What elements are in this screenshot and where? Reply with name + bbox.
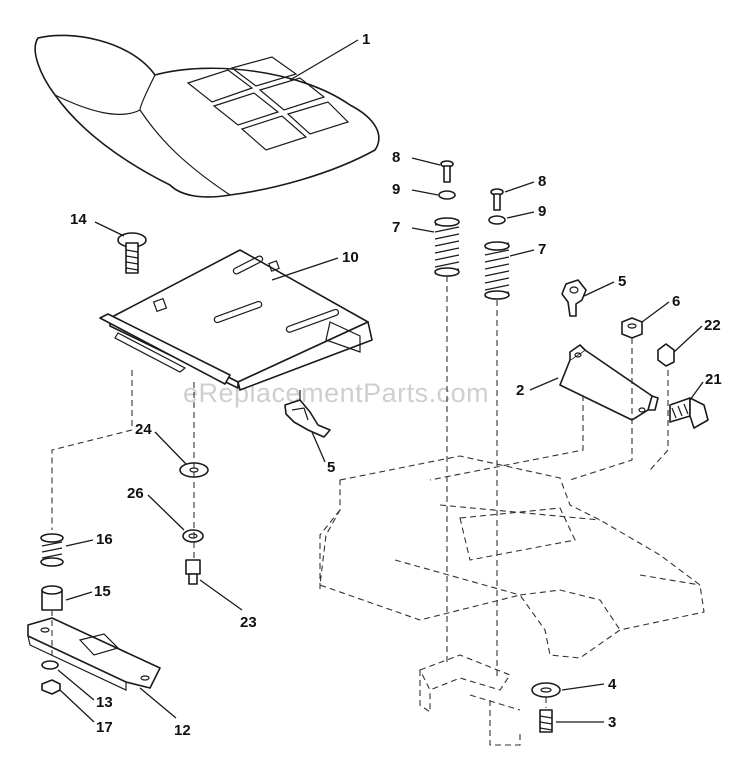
part-7-spring-a bbox=[434, 217, 460, 277]
callout-24: 24 bbox=[135, 421, 152, 438]
part-9-washer-a bbox=[438, 190, 456, 200]
part-2-bracket bbox=[559, 344, 659, 421]
callout-6: 6 bbox=[672, 293, 680, 310]
callout-8a: 8 bbox=[392, 149, 400, 166]
callout-14: 14 bbox=[70, 211, 87, 228]
callout-22: 22 bbox=[704, 317, 721, 334]
part-22-nut bbox=[657, 343, 675, 367]
frame-dashed-outline bbox=[319, 455, 705, 659]
callout-1: 1 bbox=[362, 31, 370, 48]
part-8-screw-b bbox=[490, 188, 504, 211]
leader-lines bbox=[57, 39, 704, 723]
callout-labels: 1 14 10 8 9 7 8 9 7 5 6 22 2 21 24 5 26 … bbox=[70, 31, 722, 739]
part-21-bolt bbox=[669, 397, 709, 429]
callout-2: 2 bbox=[516, 382, 524, 399]
part-8-screw-a bbox=[440, 160, 454, 183]
lower-bracket-dashed bbox=[419, 654, 521, 746]
part-1-seat bbox=[34, 34, 380, 198]
callout-7a: 7 bbox=[392, 219, 400, 236]
callout-7b: 7 bbox=[538, 241, 546, 258]
part-17-nut bbox=[41, 679, 61, 695]
callout-16: 16 bbox=[96, 531, 113, 548]
part-23-bolt bbox=[185, 559, 201, 585]
part-14-bolt bbox=[117, 232, 147, 274]
part-3-bolt bbox=[539, 709, 553, 733]
part-4-washer bbox=[531, 682, 561, 698]
part-26-lock-washer bbox=[182, 529, 204, 543]
callout-12: 12 bbox=[174, 722, 191, 739]
callout-17: 17 bbox=[96, 719, 113, 736]
part-5-knob-right bbox=[561, 279, 587, 317]
callout-3: 3 bbox=[608, 714, 616, 731]
callout-9a: 9 bbox=[392, 181, 400, 198]
part-24-washer bbox=[179, 462, 209, 478]
callout-21: 21 bbox=[705, 371, 722, 388]
callout-15: 15 bbox=[94, 583, 111, 600]
assembly-lines bbox=[51, 276, 669, 708]
callout-26: 26 bbox=[127, 485, 144, 502]
callout-10: 10 bbox=[342, 249, 359, 266]
part-9-washer-b bbox=[488, 215, 506, 225]
part-12-bracket bbox=[27, 617, 161, 691]
callout-5b: 5 bbox=[327, 459, 335, 476]
part-5-latch-left bbox=[284, 390, 331, 438]
part-7-spring-b bbox=[484, 241, 510, 300]
callout-9b: 9 bbox=[538, 203, 546, 220]
callout-13: 13 bbox=[96, 694, 113, 711]
part-16-spring bbox=[40, 533, 64, 567]
callout-5a: 5 bbox=[618, 273, 626, 290]
callout-8b: 8 bbox=[538, 173, 546, 190]
part-10-seat-pan bbox=[99, 249, 373, 391]
callout-4: 4 bbox=[608, 676, 617, 693]
callout-23: 23 bbox=[240, 614, 257, 631]
part-13-nut bbox=[41, 660, 59, 670]
part-6-nut bbox=[621, 317, 643, 339]
part-15-bushing bbox=[41, 585, 63, 611]
